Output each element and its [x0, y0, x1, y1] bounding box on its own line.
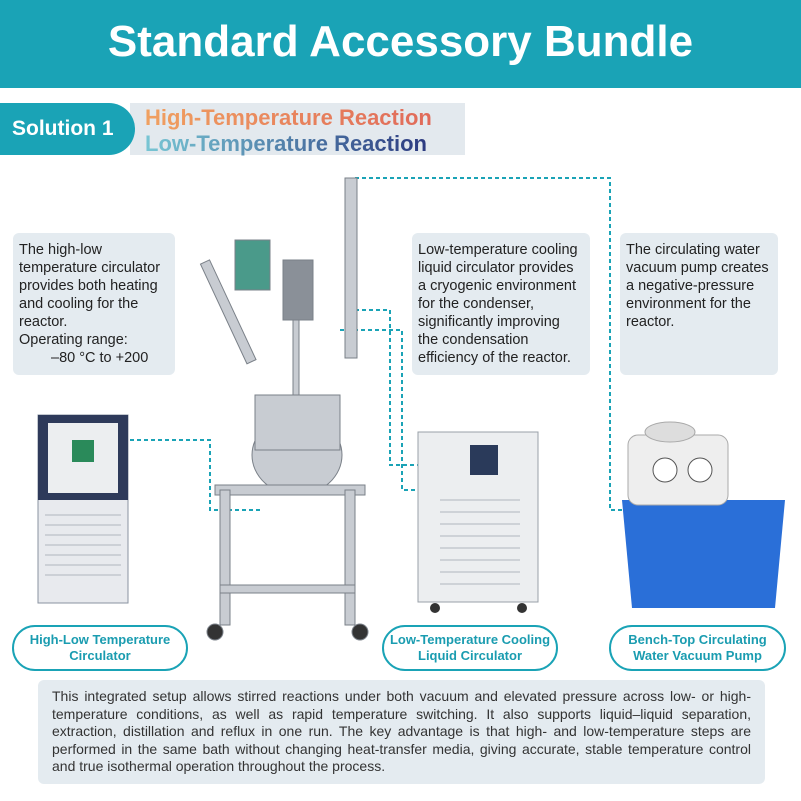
low-temp-heading: Low-Temperature Reaction	[145, 131, 427, 156]
solution-label: Solution 1	[0, 103, 135, 155]
circulator-callout: The high-low temperature circulator prov…	[13, 233, 175, 375]
reactor-image	[199, 177, 369, 641]
page-title: Standard Accessory Bundle	[0, 0, 801, 88]
description: This integrated setup allows stirred rea…	[38, 680, 765, 784]
label-high-low-circulator: High-Low Temperature Circulator	[12, 625, 188, 671]
callout-text: Low-temperature cooling liquid circulato…	[418, 242, 578, 366]
high-low-circulator-image	[37, 414, 129, 604]
range-label: Operating range:	[19, 332, 128, 348]
connection-lines	[130, 177, 630, 511]
callout-text: The high-low temperature circulator prov…	[19, 242, 161, 330]
high-temp-heading: High-Temperature Reaction	[145, 105, 432, 130]
cooling-callout: Low-temperature cooling liquid circulato…	[412, 233, 590, 375]
vacuum-pump-image	[622, 421, 785, 608]
cooling-circulator-image	[417, 431, 539, 613]
label-vacuum-pump: Bench-Top Circulating Water Vacuum Pump	[609, 625, 786, 671]
callout-text: The circulating water vacuum pump create…	[626, 242, 769, 330]
solution-banner	[130, 103, 465, 155]
range-value: –80 °C to +200	[51, 350, 149, 366]
vacuum-callout: The circulating water vacuum pump create…	[620, 233, 778, 375]
label-cooling-circulator: Low-Temperature Cooling Liquid Circulato…	[382, 625, 558, 671]
